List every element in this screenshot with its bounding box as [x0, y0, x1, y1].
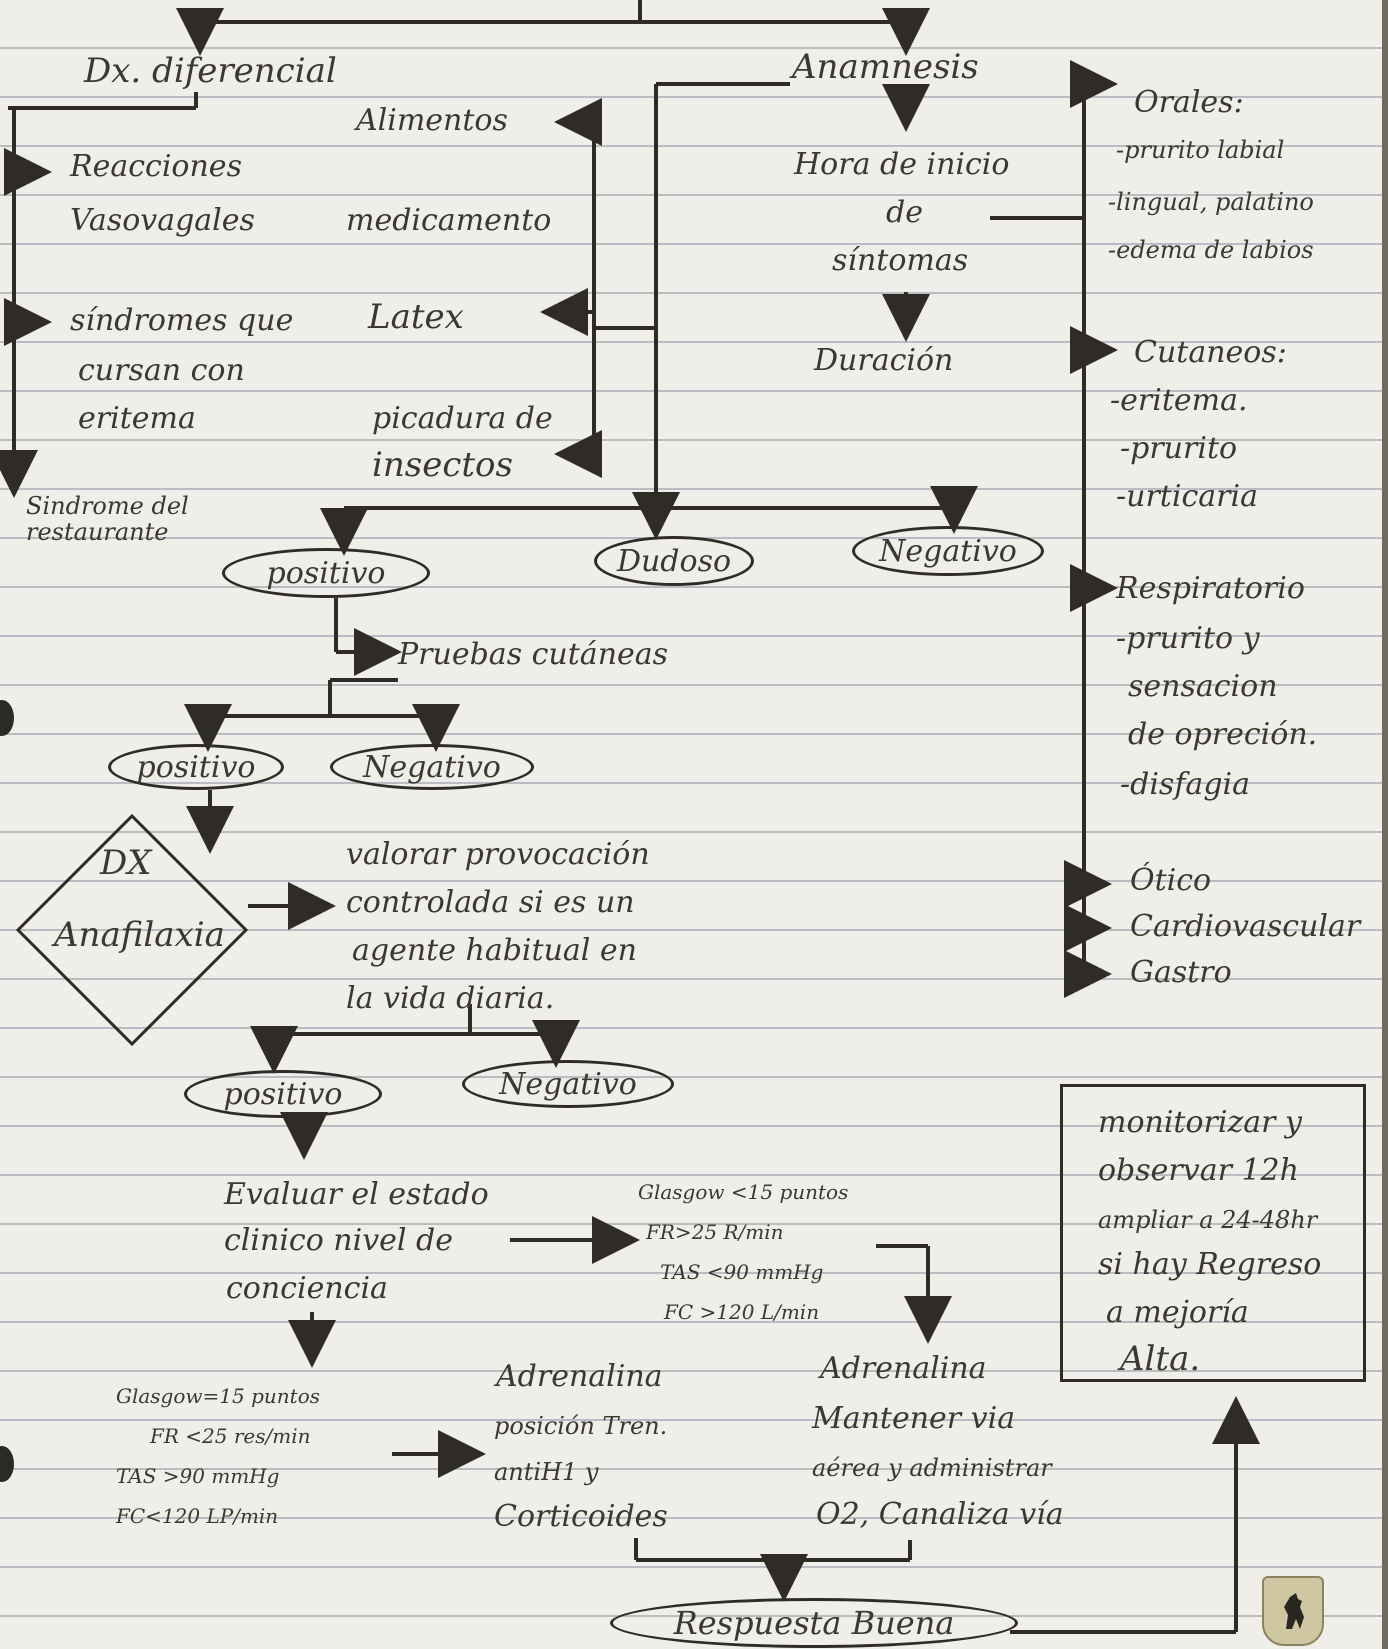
respiratorio-heading: Respiratorio	[1116, 571, 1305, 606]
valorar-line: controlada si es un	[346, 885, 635, 920]
monitor-line: observar 12h	[1098, 1153, 1299, 1188]
page-edge	[1382, 0, 1388, 1649]
differential-sindromes-line1: síndromes que	[70, 303, 294, 338]
monitor-line: si hay Regreso	[1098, 1247, 1322, 1282]
result-dudoso-label: Dudoso	[616, 543, 732, 579]
orales-heading: Orales:	[1134, 85, 1244, 120]
sintoma-cardiovascular: Cardiovascular	[1130, 909, 1361, 944]
tratamiento-grave-line: aérea y administrar	[812, 1454, 1052, 1482]
monitor-line: Alta.	[1120, 1339, 1201, 1379]
valorar-line: la vida diaria.	[346, 981, 555, 1016]
severe-sign: FC >120 L/min	[664, 1300, 820, 1324]
tratamiento-leve-line: posición Tren.	[494, 1412, 668, 1440]
differential-reacciones-line1: Reacciones	[70, 149, 242, 184]
stable-sign: FR <25 res/min	[150, 1424, 311, 1448]
orales-item: -lingual, palatino	[1108, 188, 1314, 216]
severe-sign: TAS <90 mmHg	[660, 1260, 824, 1284]
monitor-line: a mejoría	[1106, 1295, 1249, 1330]
monitor-line: ampliar a 24-48hr	[1098, 1206, 1318, 1234]
stable-sign: TAS >90 mmHg	[116, 1464, 280, 1488]
anamnesis-label: Anamnesis	[792, 47, 979, 87]
severe-sign: FR>25 R/min	[646, 1220, 784, 1244]
differential-restaurante-line1: Sindrome del	[26, 492, 189, 520]
provocacion-negativo-oval: Negativo	[462, 1060, 674, 1108]
result-dudoso-oval: Dudoso	[594, 536, 754, 586]
differential-restaurante-line2: restaurante	[26, 518, 169, 546]
respiratorio-item: sensacion	[1128, 669, 1278, 704]
dx-anafilaxia-diamond	[15, 813, 249, 1047]
dx-diferencial-label: Dx. diferencial	[84, 51, 337, 91]
tratamiento-leve-line: antiH1 y	[494, 1458, 599, 1486]
hora-line2: de	[886, 195, 923, 230]
cutaneos-item: -prurito	[1120, 431, 1238, 466]
pruebas-positivo-oval: positivo	[108, 744, 284, 790]
respuesta-buena-oval: Respuesta Buena	[610, 1598, 1018, 1648]
duracion-label: Duración	[814, 343, 954, 378]
respiratorio-item: -disfagia	[1120, 767, 1251, 802]
tratamiento-grave-line: Mantener via	[812, 1401, 1016, 1436]
provocacion-positivo-label: positivo	[223, 1076, 343, 1112]
cutaneos-item: -eritema.	[1110, 383, 1248, 418]
valorar-line: valorar provocación	[346, 837, 650, 872]
horse-logo	[1262, 1576, 1324, 1646]
evaluar-line: Evaluar el estado	[224, 1177, 489, 1212]
tratamiento-leve-line: Corticoides	[494, 1499, 668, 1534]
orales-item: -edema de labios	[1108, 236, 1314, 264]
monitor-box	[1060, 1084, 1366, 1382]
sintoma-otico: Ótico	[1130, 863, 1212, 898]
dx-label: DX	[100, 843, 152, 883]
trigger-picadura-line2: insectos	[372, 445, 513, 485]
sintoma-gastro: Gastro	[1130, 955, 1232, 990]
evaluar-line: clinico nivel de	[224, 1223, 454, 1258]
binder-hole	[0, 700, 14, 736]
horse-icon	[1284, 1593, 1304, 1629]
severe-sign: Glasgow <15 puntos	[638, 1180, 849, 1204]
result-positivo-label: positivo	[266, 555, 386, 591]
differential-sindromes-line3: eritema	[78, 401, 196, 436]
differential-reacciones-line2: Vasovagales	[70, 203, 255, 238]
stable-sign: FC<120 LP/min	[116, 1504, 279, 1528]
result-negativo-label: Negativo	[879, 533, 1017, 569]
respiratorio-item: -prurito y	[1116, 621, 1260, 656]
respiratorio-item: de opreción.	[1128, 717, 1318, 752]
hora-line3: síntomas	[832, 243, 969, 278]
anafilaxia-label: Anafilaxia	[54, 915, 225, 955]
provocacion-positivo-oval: positivo	[184, 1070, 382, 1118]
pruebas-negativo-label: Negativo	[363, 749, 501, 785]
pruebas-positivo-label: positivo	[136, 749, 256, 785]
evaluar-line: conciencia	[226, 1271, 388, 1306]
tratamiento-leve-line: Adrenalina	[496, 1359, 663, 1394]
tratamiento-grave-line: Adrenalina	[820, 1351, 987, 1386]
cutaneos-item: -urticaria	[1116, 479, 1258, 514]
tratamiento-grave-line: O2, Canaliza vía	[816, 1497, 1064, 1532]
hora-line1: Hora de inicio	[794, 147, 1010, 182]
valorar-line: agente habitual en	[352, 933, 637, 968]
orales-item: -prurito labial	[1116, 136, 1285, 164]
pruebas-negativo-oval: Negativo	[330, 744, 534, 790]
stable-sign: Glasgow=15 puntos	[116, 1384, 320, 1408]
respuesta-buena-label: Respuesta Buena	[673, 1604, 955, 1642]
trigger-latex: Latex	[368, 297, 464, 337]
binder-hole	[0, 1446, 14, 1482]
provocacion-negativo-label: Negativo	[499, 1066, 637, 1102]
trigger-alimentos: Alimentos	[356, 103, 508, 138]
monitor-line: monitorizar y	[1098, 1105, 1302, 1140]
pruebas-cutaneas-label: Pruebas cutáneas	[398, 637, 669, 672]
trigger-picadura-line1: picadura de	[372, 401, 553, 436]
trigger-medicamento: medicamento	[346, 203, 552, 238]
result-negativo-oval: Negativo	[852, 526, 1044, 576]
result-positivo-oval: positivo	[222, 548, 430, 598]
cutaneos-heading: Cutaneos:	[1134, 335, 1287, 370]
differential-sindromes-line2: cursan con	[78, 353, 245, 388]
